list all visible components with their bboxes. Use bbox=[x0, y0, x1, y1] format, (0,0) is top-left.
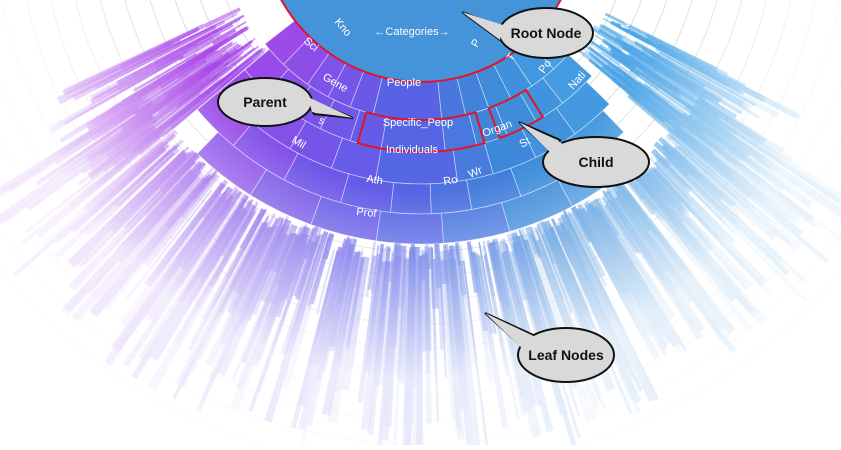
callout-pointer-fill bbox=[519, 122, 562, 156]
callout-pointer-fill bbox=[308, 97, 353, 118]
callout-bubble bbox=[542, 136, 650, 188]
child-highlight[interactable] bbox=[487, 88, 545, 140]
segment-label-s: s bbox=[317, 115, 327, 128]
callout-root-node-text: Root Node bbox=[511, 25, 582, 41]
callout-parent-text: Parent bbox=[243, 94, 287, 110]
callout-pointer-fill bbox=[462, 12, 503, 40]
people-segment[interactable]: People bbox=[387, 77, 421, 89]
segment-label-ath: Ath bbox=[366, 173, 384, 187]
segment-label-prof: Prof bbox=[356, 206, 378, 220]
callout-leaf-nodes-text: Leaf Nodes bbox=[528, 347, 604, 363]
callout-pointer-fill bbox=[485, 313, 542, 352]
callout-child: Child bbox=[518, 121, 650, 188]
segment-label-specific-peop: Specific_Peop bbox=[383, 117, 453, 129]
segment-label-st: St bbox=[518, 135, 533, 151]
callout-child-text: Child bbox=[579, 154, 614, 170]
parent-highlight[interactable] bbox=[356, 111, 486, 153]
callout-parent: Parent bbox=[217, 77, 354, 127]
callout-bubble bbox=[517, 327, 615, 383]
segment-label-ro: Ro bbox=[442, 174, 458, 188]
segment-label-wr: Wr bbox=[467, 164, 485, 180]
callout-root-node: Root Node bbox=[461, 7, 594, 59]
callout-leaf-nodes: Leaf Nodes bbox=[484, 312, 615, 383]
segment-label-people: People bbox=[387, 77, 421, 89]
root-node-label: ←Categories→ bbox=[374, 26, 449, 38]
segment-label-individuals: Individuals bbox=[386, 144, 438, 156]
